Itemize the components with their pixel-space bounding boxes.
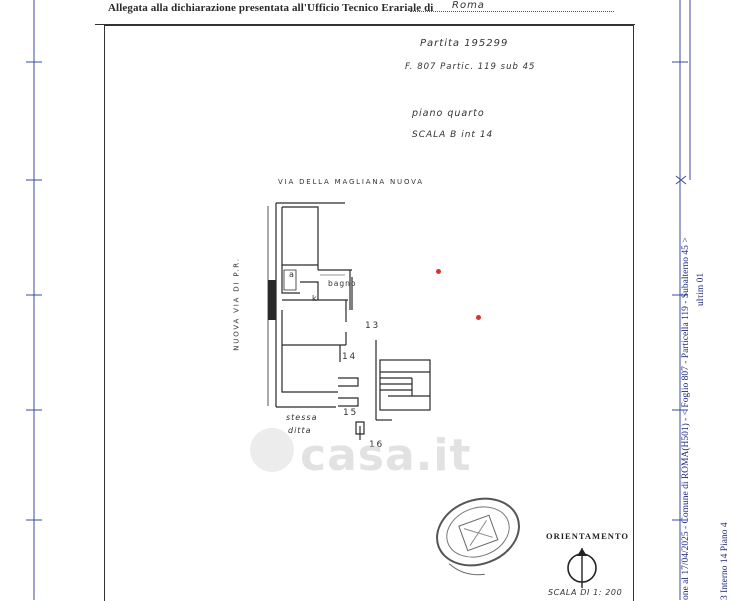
scale-ratio: SCALA DI 1: 200: [548, 588, 623, 597]
header-dotted-line: [410, 10, 614, 12]
orientation-title: ORIENTAMENTO: [546, 531, 630, 541]
room-label-k: k: [312, 294, 319, 303]
header-declaration-text: Allegata alla dichiarazione presentata a…: [108, 2, 434, 14]
plan-sheet-frame: [104, 25, 634, 601]
side-stamp-line-1: one al 17/04/2025 - Comune di ROMA(H501)…: [681, 237, 691, 600]
marker-dot: [476, 315, 481, 320]
marker-dot: [436, 269, 441, 274]
watermark-house-icon: [250, 428, 294, 472]
side-stamp-line-3: 3 Interno 14 Piano 4: [720, 522, 730, 600]
unit-number-13: 13: [365, 321, 381, 331]
header-city: Roma: [452, 0, 485, 11]
room-label-a: a: [289, 270, 296, 279]
unit-number-16: 16: [369, 440, 385, 450]
watermark-text: casa.it: [300, 430, 472, 481]
scala-note: SCALA B int 14: [412, 130, 494, 140]
side-stamp-line-2: ulτim 01: [696, 272, 706, 306]
partita-note: Partita 195299: [420, 38, 509, 49]
ditta-label: ditta: [288, 426, 312, 435]
header-rule: [95, 0, 635, 25]
room-label-bagno: bagno: [328, 279, 357, 288]
stessa-label: stessa: [286, 413, 318, 422]
unit-number-14: 14: [342, 352, 358, 362]
street-label-top: VIA DELLA MAGLIANA NUOVA: [278, 178, 424, 186]
unit-number-15: 15: [343, 408, 359, 418]
piano-note: piano quarto: [412, 108, 485, 119]
foglio-note: F. 807 Partic. 119 sub 45: [405, 62, 536, 72]
